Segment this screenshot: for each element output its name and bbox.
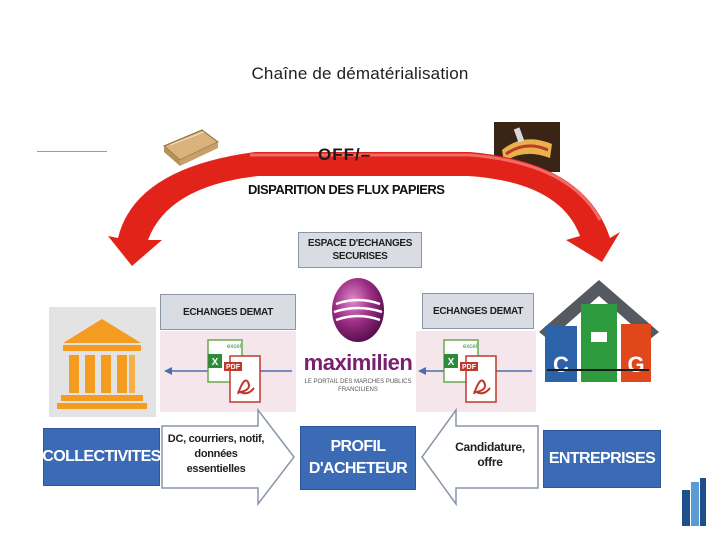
excel-pdf-files-icon-right: X excel PDF [443,339,497,403]
profil-acheteur-box: PROFIL D'ACHETEUR [300,426,416,490]
right-arrow-text: Candidature, offre [448,440,532,470]
svg-text:G: G [627,352,644,377]
left-arrow-text: DC, courriers, notif, données essentiell… [164,432,268,477]
svg-text:X: X [212,357,219,368]
secure-space-box: ESPACE D'ECHANGES SECURISES [298,232,422,268]
maximilien-tagline-line1: LE PORTAIL DES MARCHES PUBLICS [304,379,412,385]
excel-label-right: excel [463,344,477,350]
echanges-demat-left: ECHANGES DEMAT [160,294,296,330]
maximilien-logo: maximilien LE PORTAIL DES MARCHES PUBLIC… [300,270,416,412]
left-arrow-line3: essentielles [186,463,246,475]
svg-text:X: X [448,357,455,368]
right-arrow-line2: offre [477,455,503,469]
maximilien-tagline-line2: FRANCILIENS [338,387,378,393]
maximilien-tagline: LE PORTAIL DES MARCHES PUBLICS FRANCILIE… [300,378,416,394]
page-title: Chaîne de dématérialisation [251,64,469,83]
off-label: OFF/– [318,145,372,164]
building-image [49,307,156,417]
red-arrow-shape [108,152,620,266]
decorative-line [37,151,107,152]
utilities-house-icon: C G [539,280,659,382]
maximilien-sphere-icon [332,278,384,342]
arrow-subtitle: DISPARITION DES FLUX PAPIERS [248,182,445,197]
profil-line2: D'ACHETEUR [308,460,408,477]
government-building-icon [57,319,147,409]
enterprise-image: C G [537,262,662,410]
profil-line1: PROFIL [330,438,386,455]
left-pointing-arrow [421,408,539,506]
secure-space-line1: ESPACE D'ECHANGES [307,238,413,249]
echanges-demat-right: ECHANGES DEMAT [422,293,534,329]
collectivites-box: COLLECTIVITES [42,428,161,486]
entreprises-box: ENTREPRISES [543,430,661,488]
left-arrow-line2: données [194,448,238,460]
paper-stack-icon [163,129,219,166]
left-arrow-line1: DC, courriers, notif, [167,433,265,445]
excel-pdf-files-icon: X excel PDF [207,339,261,403]
corner-decoration [682,478,706,526]
secure-space-line2: SECURISES [332,251,388,262]
maximilien-wordmark: maximilien [303,350,413,375]
pdf-label: PDF [226,364,241,371]
excel-label: excel [227,344,241,350]
right-pointing-arrow [161,408,295,506]
pdf-label-right: PDF [462,364,477,371]
right-arrow-line1: Candidature, [455,440,525,454]
svg-text:C: C [553,352,569,377]
